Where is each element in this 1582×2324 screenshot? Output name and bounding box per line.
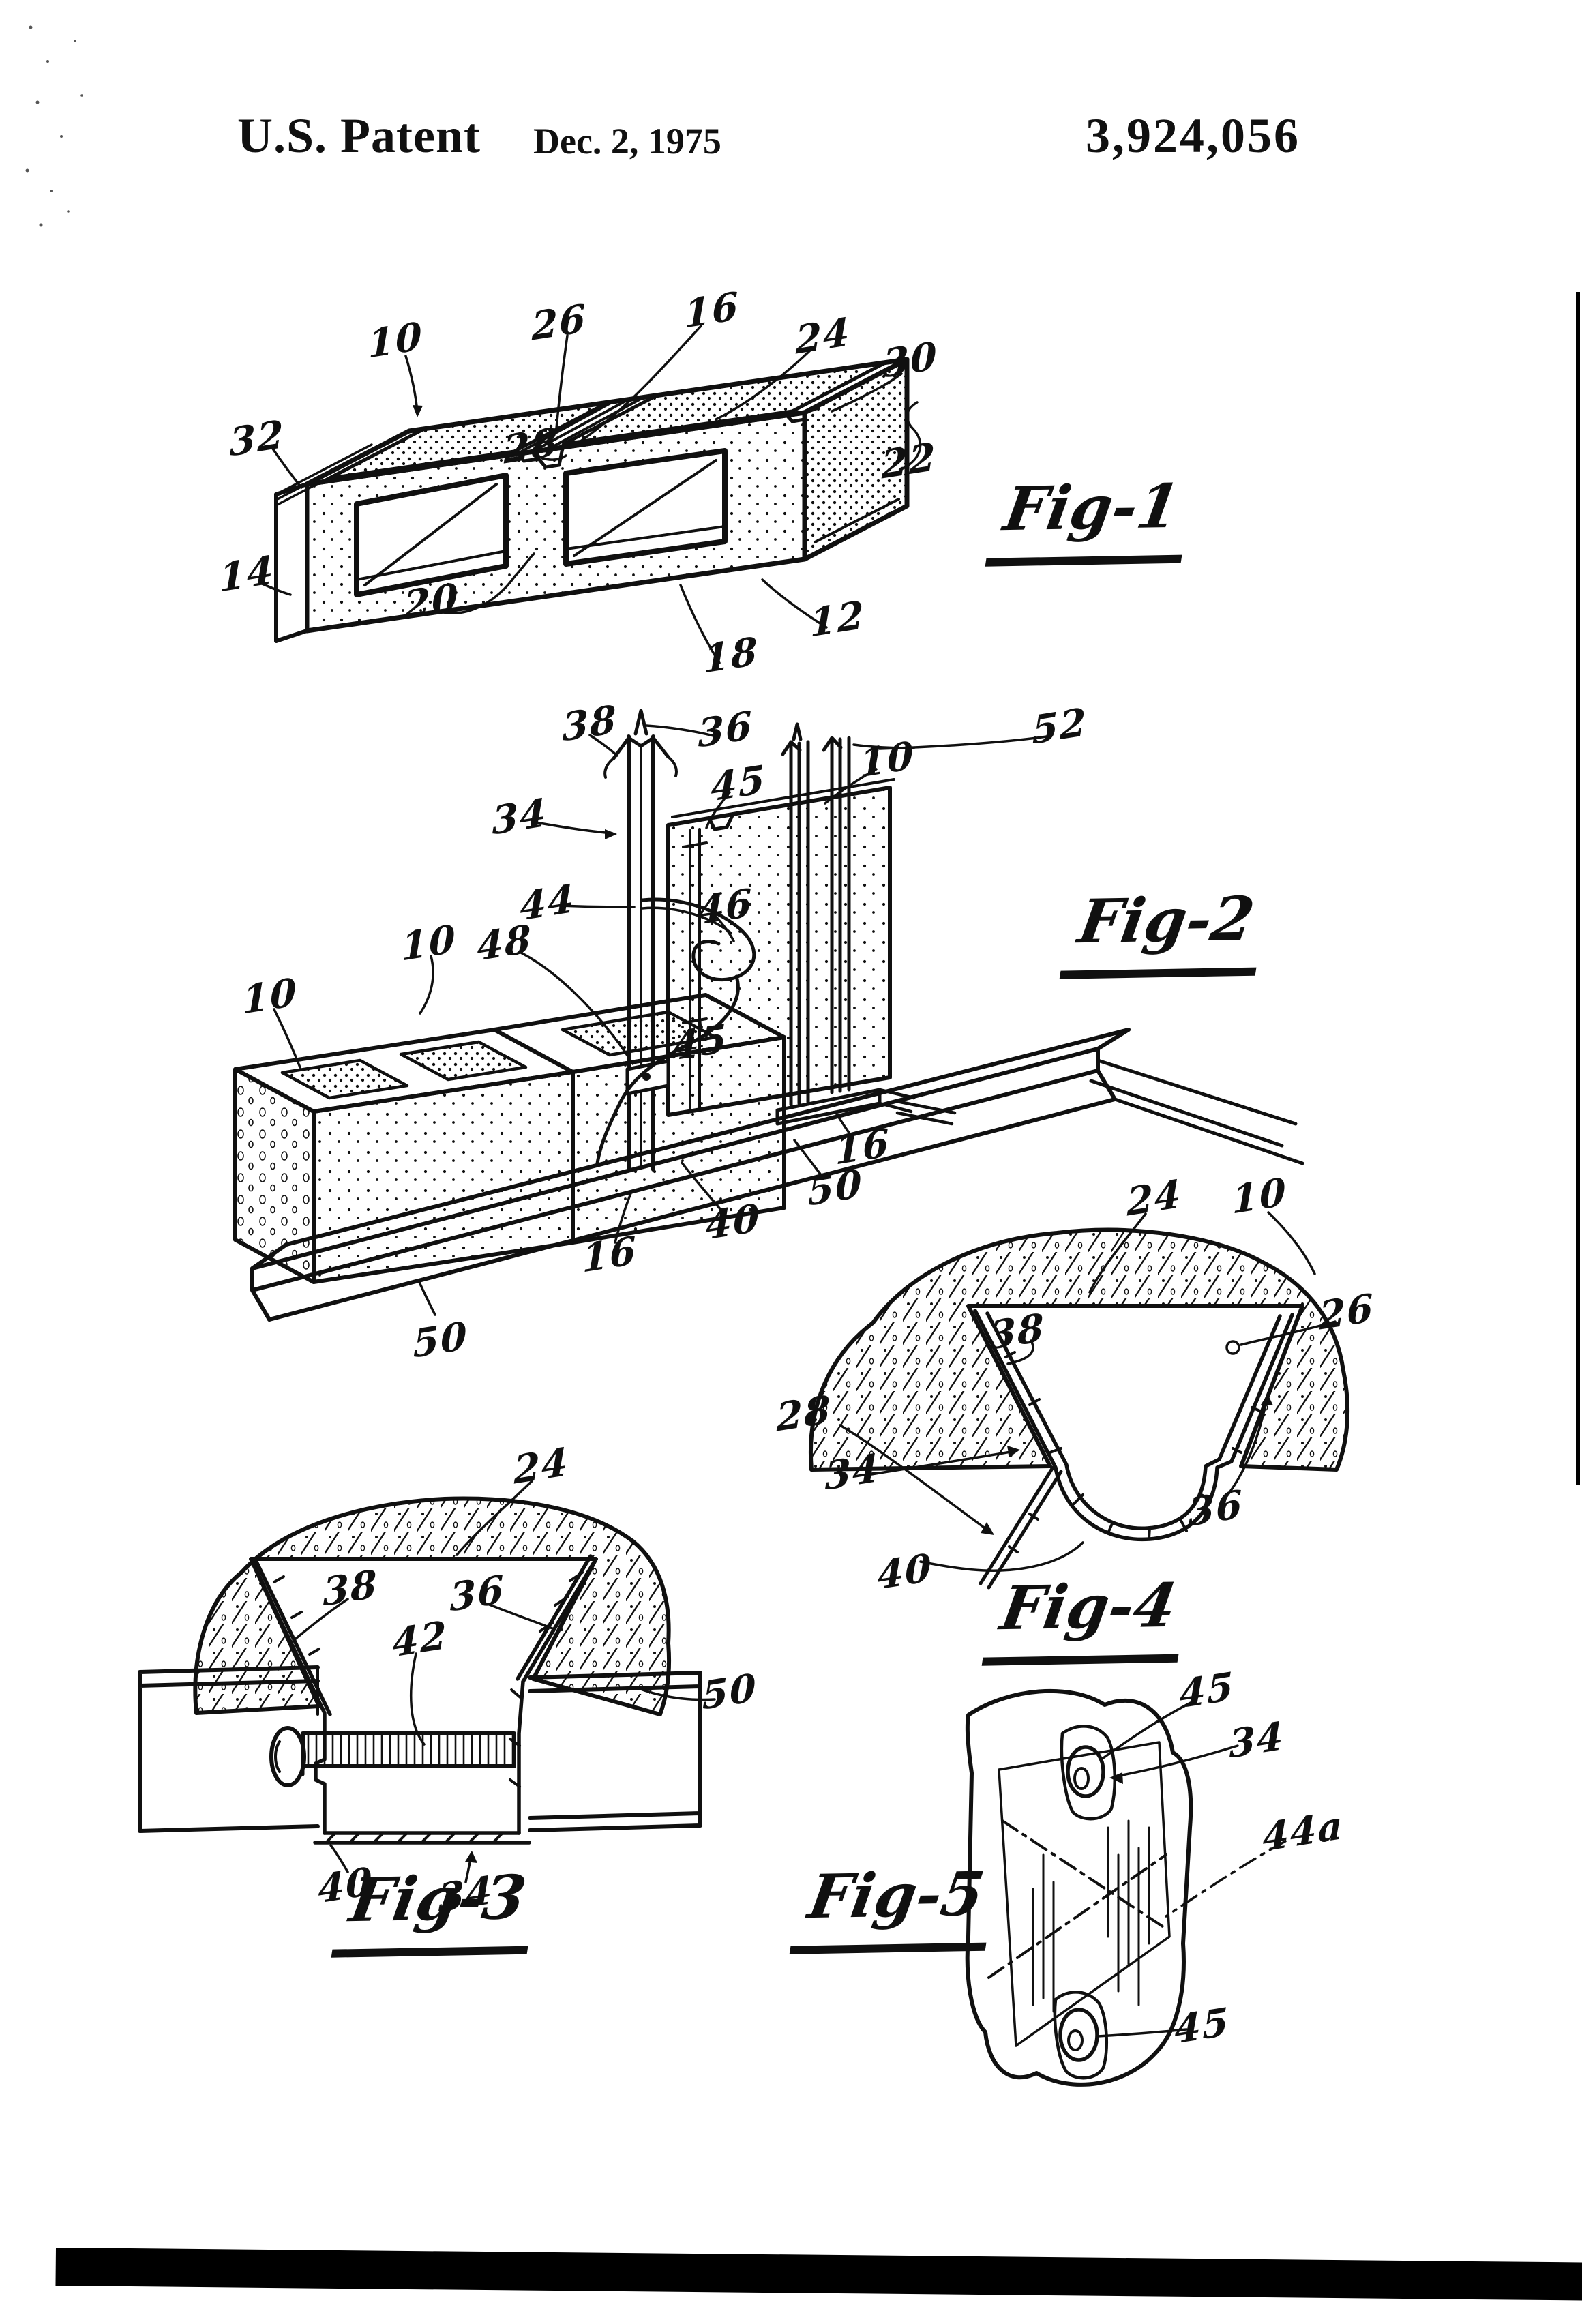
ref-numeral: 10 (241, 969, 299, 1024)
ref-numeral: 28 (503, 419, 560, 473)
ref-numeral: 48 (476, 916, 533, 970)
scan-artifact-bottom-bar (55, 2248, 1582, 2301)
ref-numeral: 45 (710, 756, 767, 811)
ref-numeral: 22 (880, 434, 938, 488)
ref-numeral: 26 (1318, 1285, 1375, 1339)
fig3-drawing-section (138, 1480, 716, 1883)
figure-label-fig5: Fig-5 (789, 1858, 1000, 1954)
shading-strokes (1032, 1819, 1150, 2013)
ref-numeral: 10 (859, 732, 916, 787)
ref-numeral: 50 (701, 1665, 758, 1719)
patent-title: U.S. Patent (237, 108, 481, 163)
patent-number: 3,924,056 (1086, 108, 1300, 163)
scan-artifact-right-line (1576, 292, 1580, 1485)
mortar-mass (193, 1496, 672, 1716)
ref-numeral: 32 (228, 411, 286, 466)
patent-date: Dec. 2, 1975 (533, 121, 721, 162)
ref-numeral: 34 (437, 1867, 494, 1922)
ref-numeral: 45 (1178, 1663, 1236, 1718)
ref-numeral: 26 (531, 295, 588, 350)
block-body (274, 357, 910, 643)
ref-numeral: 10 (1231, 1169, 1288, 1223)
ref-numeral: 38 (561, 696, 618, 751)
ref-numeral: 45 (1174, 1999, 1231, 2053)
plate-outline (965, 1688, 1193, 2087)
bolt-fastener (269, 1726, 516, 1787)
mortar-mass (809, 1227, 1350, 1472)
fig5-drawing-plate (965, 1688, 1287, 2087)
ref-numeral: 24 (1126, 1171, 1183, 1225)
fig1-drawing-block (259, 325, 922, 664)
ref-numeral: 40 (704, 1195, 762, 1249)
ref-numeral: 40 (876, 1545, 934, 1599)
figure-label-fig2: Fig-2 (1059, 882, 1270, 979)
fig1-leader-lines (259, 325, 922, 664)
ref-numeral: 18 (702, 628, 760, 683)
ref-numeral: 24 (513, 1439, 570, 1493)
ref-numeral: 20 (403, 574, 460, 629)
fig4-drawing-section (809, 1211, 1350, 1590)
ref-numeral: 38 (322, 1561, 379, 1615)
ref-numeral: 16 (581, 1227, 638, 1282)
fig2-drawing-wall-assembly (233, 709, 1304, 1322)
ref-numeral: 38 (989, 1305, 1046, 1359)
ref-numeral: 24 (794, 309, 852, 363)
ref-numeral: 10 (400, 916, 458, 970)
ref-numeral: 36 (1187, 1481, 1244, 1536)
vertical-channel-post (603, 709, 678, 1172)
ref-numeral: 46 (697, 880, 754, 934)
ref-numeral: 12 (809, 592, 866, 646)
ref-numeral: 40 (317, 1858, 374, 1913)
ref-numeral: 10 (367, 313, 424, 368)
figure-label-fig1: Fig-1 (985, 470, 1196, 567)
ref-numeral: 42 (391, 1612, 449, 1667)
ref-numeral: 34 (1228, 1713, 1285, 1768)
corner-posts (775, 722, 957, 1126)
fig5-leader-lines (1096, 1700, 1287, 2038)
ref-numeral: 16 (683, 283, 741, 338)
scan-noise-speckles (25, 25, 83, 227)
fig4-leader-lines (839, 1211, 1337, 1572)
ref-numeral: 52 (1031, 699, 1088, 754)
ref-numeral: 16 (834, 1120, 891, 1174)
ref-numeral: 45 (672, 1015, 729, 1070)
ref-numeral: 28 (775, 1386, 833, 1441)
ref-numeral: 34 (824, 1445, 881, 1500)
ref-numeral: 36 (449, 1566, 506, 1621)
hanging-channel (973, 1309, 1294, 1590)
fig3-leader-lines (292, 1480, 716, 1883)
ref-numeral: 36 (697, 702, 754, 757)
figure-label-fig4: Fig-4 (981, 1569, 1193, 1666)
ref-numeral: 14 (218, 547, 275, 601)
fig2-leader-lines (273, 724, 1048, 1316)
upper-block-slab (666, 778, 895, 1117)
mounting-holes (1053, 1725, 1117, 2080)
wire-tie (595, 897, 756, 1165)
ref-numeral: 34 (491, 790, 548, 844)
ref-numeral: 50 (412, 1313, 469, 1367)
ref-numeral: 30 (882, 333, 939, 387)
